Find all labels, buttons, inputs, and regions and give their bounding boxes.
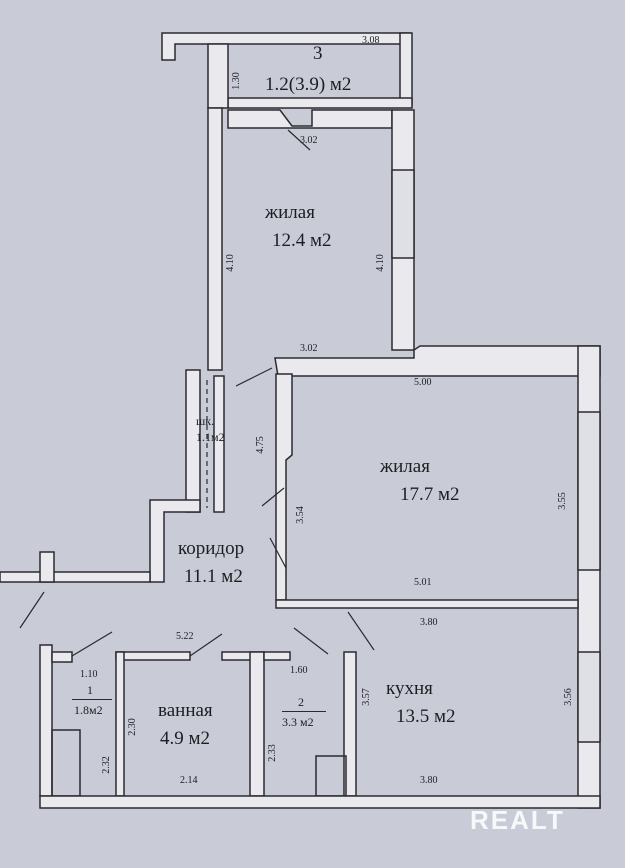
window-living1 [391, 169, 415, 259]
wall-living2-left [275, 373, 293, 601]
dim-5-00: 5.00 [414, 377, 432, 388]
dim-3-54: 3.54 [294, 506, 306, 524]
door-left [19, 591, 45, 629]
wc1-number: 1 [87, 683, 93, 697]
dim-2-14: 2.14 [180, 775, 198, 786]
dim-2-32: 2.32 [100, 756, 112, 774]
room3-area: 1.2(3.9) м2 [265, 74, 352, 95]
wall-living1-left [207, 107, 223, 371]
closet-area: 1.1м2 [196, 430, 225, 444]
dim-3-80-top: 3.80 [420, 617, 438, 628]
wall-bath-top [115, 651, 191, 661]
living1-area: 12.4 м2 [272, 230, 332, 251]
door-living2 [261, 487, 285, 507]
door-kitchen [347, 611, 375, 651]
bath-name: ванная [158, 700, 213, 721]
wall-bath-right [249, 651, 265, 797]
window-kitchen [577, 651, 601, 743]
kitchen-name: кухня [386, 678, 433, 699]
dim-4-75: 4.75 [254, 436, 266, 454]
dim-1-30: 1.30 [230, 72, 242, 90]
dim-3-55: 3.55 [556, 492, 568, 510]
wall-left-stub [39, 551, 55, 583]
wall-living2-bottom [275, 599, 579, 609]
door-living1 [235, 367, 273, 387]
wc1-area: 1.8м2 [74, 703, 103, 717]
wc2-fixture [315, 755, 347, 797]
door-room3 [287, 129, 311, 151]
living1-name: жилая [265, 202, 315, 223]
wall-wc1-right [115, 651, 125, 797]
wall-wc2-top [263, 651, 291, 661]
door-wc1 [71, 631, 113, 657]
wc1-fixture [51, 729, 81, 797]
dim-2-30: 2.30 [126, 718, 138, 736]
wc2-area: 3.3 м2 [282, 715, 314, 729]
wall-wc1-left [39, 644, 53, 797]
closet-name: шк. [196, 414, 215, 428]
corridor-name: коридор [178, 538, 245, 559]
door-wc2 [293, 627, 329, 655]
dim-3-02-mid: 3.02 [300, 343, 318, 354]
dim-1-10: 1.10 [80, 669, 98, 680]
dim-4-10-left: 4.10 [224, 254, 236, 272]
dim-3-56: 3.56 [562, 688, 574, 706]
realt-watermark: REALT [470, 805, 565, 835]
wall-room3-left [207, 43, 229, 109]
wc1-fraction-line [72, 699, 112, 700]
wc2-fraction-line [282, 711, 326, 712]
wall-closet-right [213, 375, 225, 513]
wall-living1-top [227, 109, 393, 129]
dim-5-22: 5.22 [176, 631, 194, 642]
living2-name: жилая [380, 456, 430, 477]
wall-left-top [0, 571, 151, 583]
window-living2 [577, 411, 601, 571]
wall-living1-bottom [274, 345, 601, 377]
wall-bottom-outer [39, 795, 601, 809]
corridor-area: 11.1 м2 [184, 566, 243, 587]
wc2-number: 2 [298, 695, 304, 709]
dim-3-02-top: 3.02 [300, 135, 318, 146]
dim-1-60: 1.60 [290, 665, 308, 676]
dim-3-08: 3.08 [362, 35, 380, 46]
door-corridor-kitchen [269, 537, 287, 569]
wall-room3-bottom [227, 97, 413, 109]
kitchen-area: 13.5 м2 [396, 706, 456, 727]
wall-wc1-top [51, 651, 73, 663]
door-bath [189, 633, 223, 657]
dim-3-80-bottom: 3.80 [420, 775, 438, 786]
room3-number: 3 [313, 43, 323, 64]
bath-area: 4.9 м2 [160, 728, 211, 749]
living2-area: 17.7 м2 [400, 484, 460, 505]
dim-3-57: 3.57 [360, 688, 372, 706]
wall-room3-right [399, 32, 413, 106]
dim-2-33: 2.33 [266, 744, 278, 762]
dim-5-01: 5.01 [414, 577, 432, 588]
dim-4-10-right: 4.10 [374, 254, 386, 272]
